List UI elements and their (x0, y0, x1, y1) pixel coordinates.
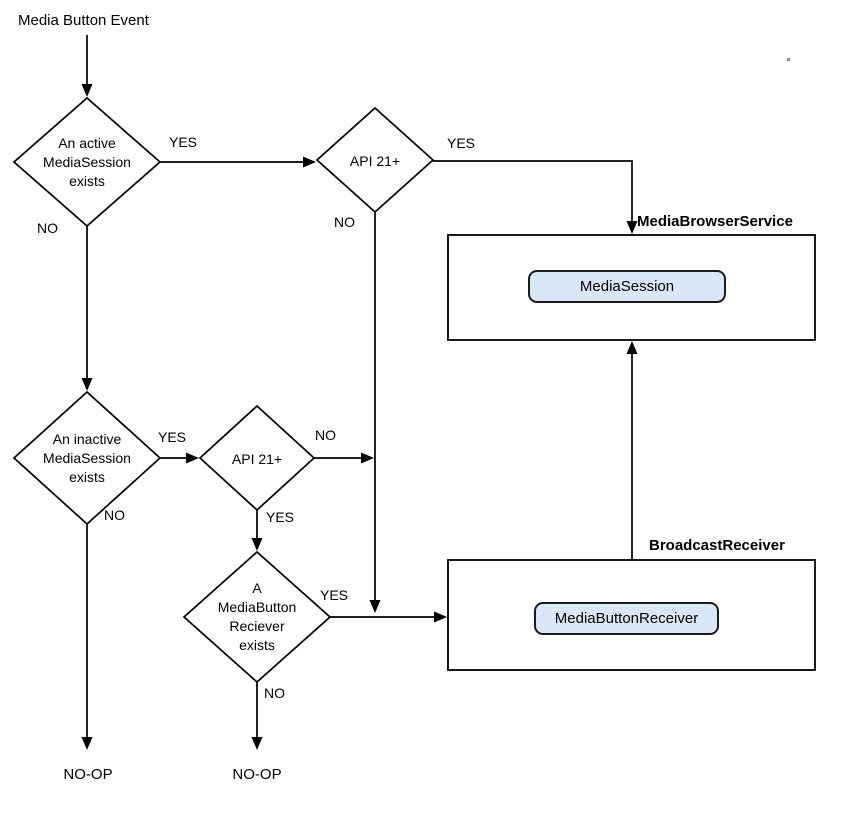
edge-label-api21top-yes: YES (447, 135, 476, 151)
decision-receiver-text: A MediaButton Reciever exists (217, 580, 297, 653)
arrowhead-down-icon (369, 600, 381, 613)
media-browser-service-title: MediaBrowserService (637, 213, 793, 230)
mediabuttonreceiver-pill (534, 602, 719, 635)
arrowhead-right-icon (361, 452, 374, 464)
arrowhead-down-icon (251, 737, 263, 750)
edge-label-active-yes: YES (169, 134, 198, 150)
arrowhead-right-icon (186, 452, 199, 464)
decision-api21-top-text: API 21+ (349, 153, 401, 169)
edge-api21top-yes (433, 160, 633, 223)
decision-mediabutton-receiver-exists (182, 550, 332, 684)
edge-label-api21mid-no: NO (315, 427, 336, 443)
mediabuttonreceiver-pill-label: MediaButtonReceiver (554, 610, 699, 627)
terminal-noop-left: NO-OP (63, 766, 113, 783)
mediasession-pill (528, 270, 726, 303)
start-label: Media Button Event (18, 12, 149, 29)
decision-api21-top (315, 106, 435, 214)
arrowhead-right-icon (303, 156, 316, 168)
arrowhead-down-icon (81, 378, 93, 391)
terminal-noop-right: NO-OP (232, 766, 282, 783)
edge-label-active-no: NO (37, 220, 58, 236)
mediasession-pill-label: MediaSession (579, 278, 675, 295)
arrowhead-down-icon (251, 538, 263, 551)
arrowhead-right-icon (434, 611, 447, 623)
edge-label-receiver-yes: YES (320, 587, 349, 603)
broadcast-receiver-title: BroadcastReceiver (649, 537, 785, 554)
edge-label-api21top-no: NO (334, 214, 355, 230)
arrowhead-down-icon (81, 84, 93, 97)
decision-api21-mid (198, 404, 316, 512)
edge-label-inactive-yes: YES (158, 429, 187, 445)
artifact-speck (787, 58, 790, 61)
arrowhead-down-icon (81, 737, 93, 750)
edge-label-inactive-no: NO (104, 507, 125, 523)
edge-label-api21mid-yes: YES (266, 509, 295, 525)
decision-active-mediasession (12, 96, 162, 228)
decision-active-text: An active MediaSession exists (43, 135, 131, 189)
decision-inactive-text: An inactive MediaSession exists (43, 431, 131, 485)
edge-label-receiver-no: NO (264, 685, 285, 701)
decision-api21-mid-text: API 21+ (231, 451, 283, 467)
decision-inactive-mediasession (12, 390, 162, 526)
arrowhead-up-icon (626, 341, 638, 354)
arrowhead-down-icon (626, 221, 638, 234)
